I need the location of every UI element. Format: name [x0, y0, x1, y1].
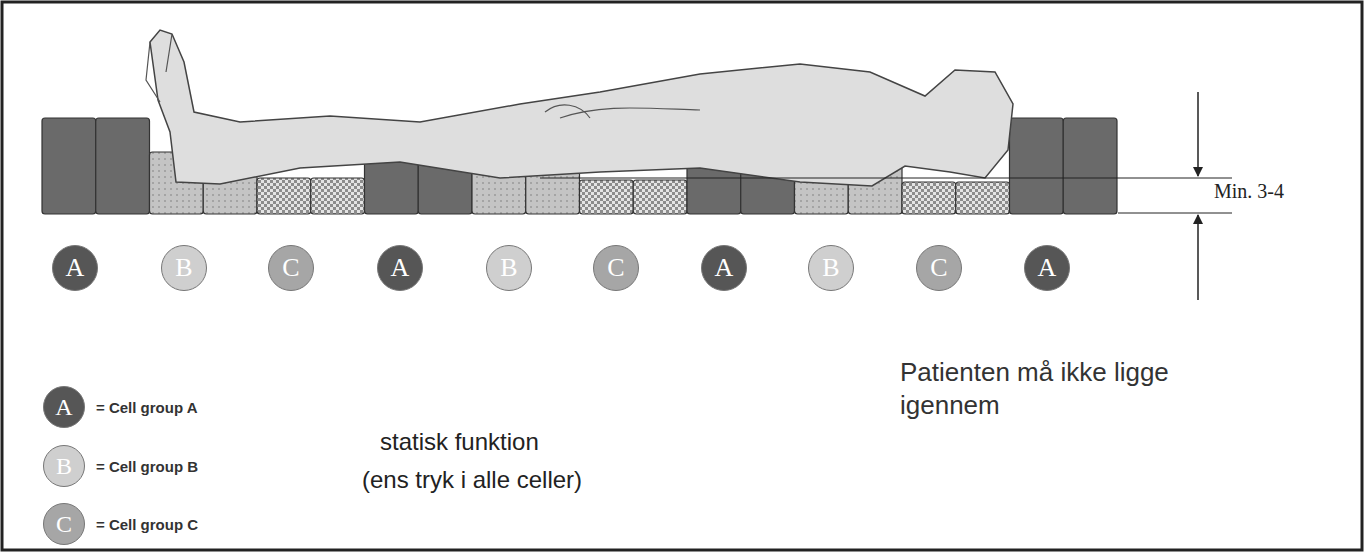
cell-group-circle: B [161, 245, 207, 291]
dimension-arrow [1197, 215, 1199, 300]
legend-swatch: B [43, 445, 85, 487]
air-cell [1063, 118, 1117, 214]
cell-group-circle: A [52, 245, 98, 291]
air-cell [580, 180, 634, 214]
cell-group-circle: A [1024, 245, 1070, 291]
air-cell [96, 118, 150, 214]
air-cell [257, 178, 311, 214]
air-cell [902, 182, 956, 214]
legend-swatch: A [43, 386, 85, 428]
cell-group-circle: A [701, 245, 747, 291]
cell-group-circle: B [808, 245, 854, 291]
swatch-letter: A [55, 395, 72, 419]
group-letter: A [715, 255, 734, 281]
air-cell [633, 180, 687, 214]
group-letter: C [282, 255, 299, 281]
group-letter: C [607, 255, 624, 281]
air-cell [956, 182, 1010, 214]
air-cell [311, 178, 365, 214]
legend-swatch: C [43, 503, 85, 545]
patient-arm [545, 105, 700, 118]
note: statisk funktion [380, 428, 539, 456]
group-letter: B [822, 255, 839, 281]
swatch-letter: C [56, 512, 72, 536]
dimension-arrow [1197, 92, 1199, 176]
cell-group-circle: C [593, 245, 639, 291]
dimension-text: Min. 3-4 [1212, 180, 1286, 203]
legend-text: = Cell group A [96, 399, 198, 416]
cell-group-circle: A [377, 245, 423, 291]
dimension-line [1118, 213, 1232, 214]
air-cell [42, 118, 96, 214]
air-cell [1010, 118, 1064, 214]
warning-note: Patienten må ikke ligge igennem [900, 356, 1230, 421]
cell-group-circle: C [916, 245, 962, 291]
group-letter: C [930, 255, 947, 281]
group-letter: A [1038, 255, 1057, 281]
cell-group-circle: C [268, 245, 314, 291]
patient-body [150, 30, 1013, 186]
note: (ens tryk i alle celler) [362, 466, 582, 494]
group-letter: A [66, 255, 85, 281]
patient-feet [146, 34, 172, 102]
air-cell [365, 158, 419, 214]
dimension-line [540, 178, 1232, 179]
group-letter: B [500, 255, 517, 281]
legend-text: = Cell group B [96, 458, 198, 475]
swatch-letter: B [56, 454, 72, 478]
group-letter: A [391, 255, 410, 281]
cell-group-circle: B [486, 245, 532, 291]
legend-text: = Cell group C [96, 516, 198, 533]
group-letter: B [175, 255, 192, 281]
